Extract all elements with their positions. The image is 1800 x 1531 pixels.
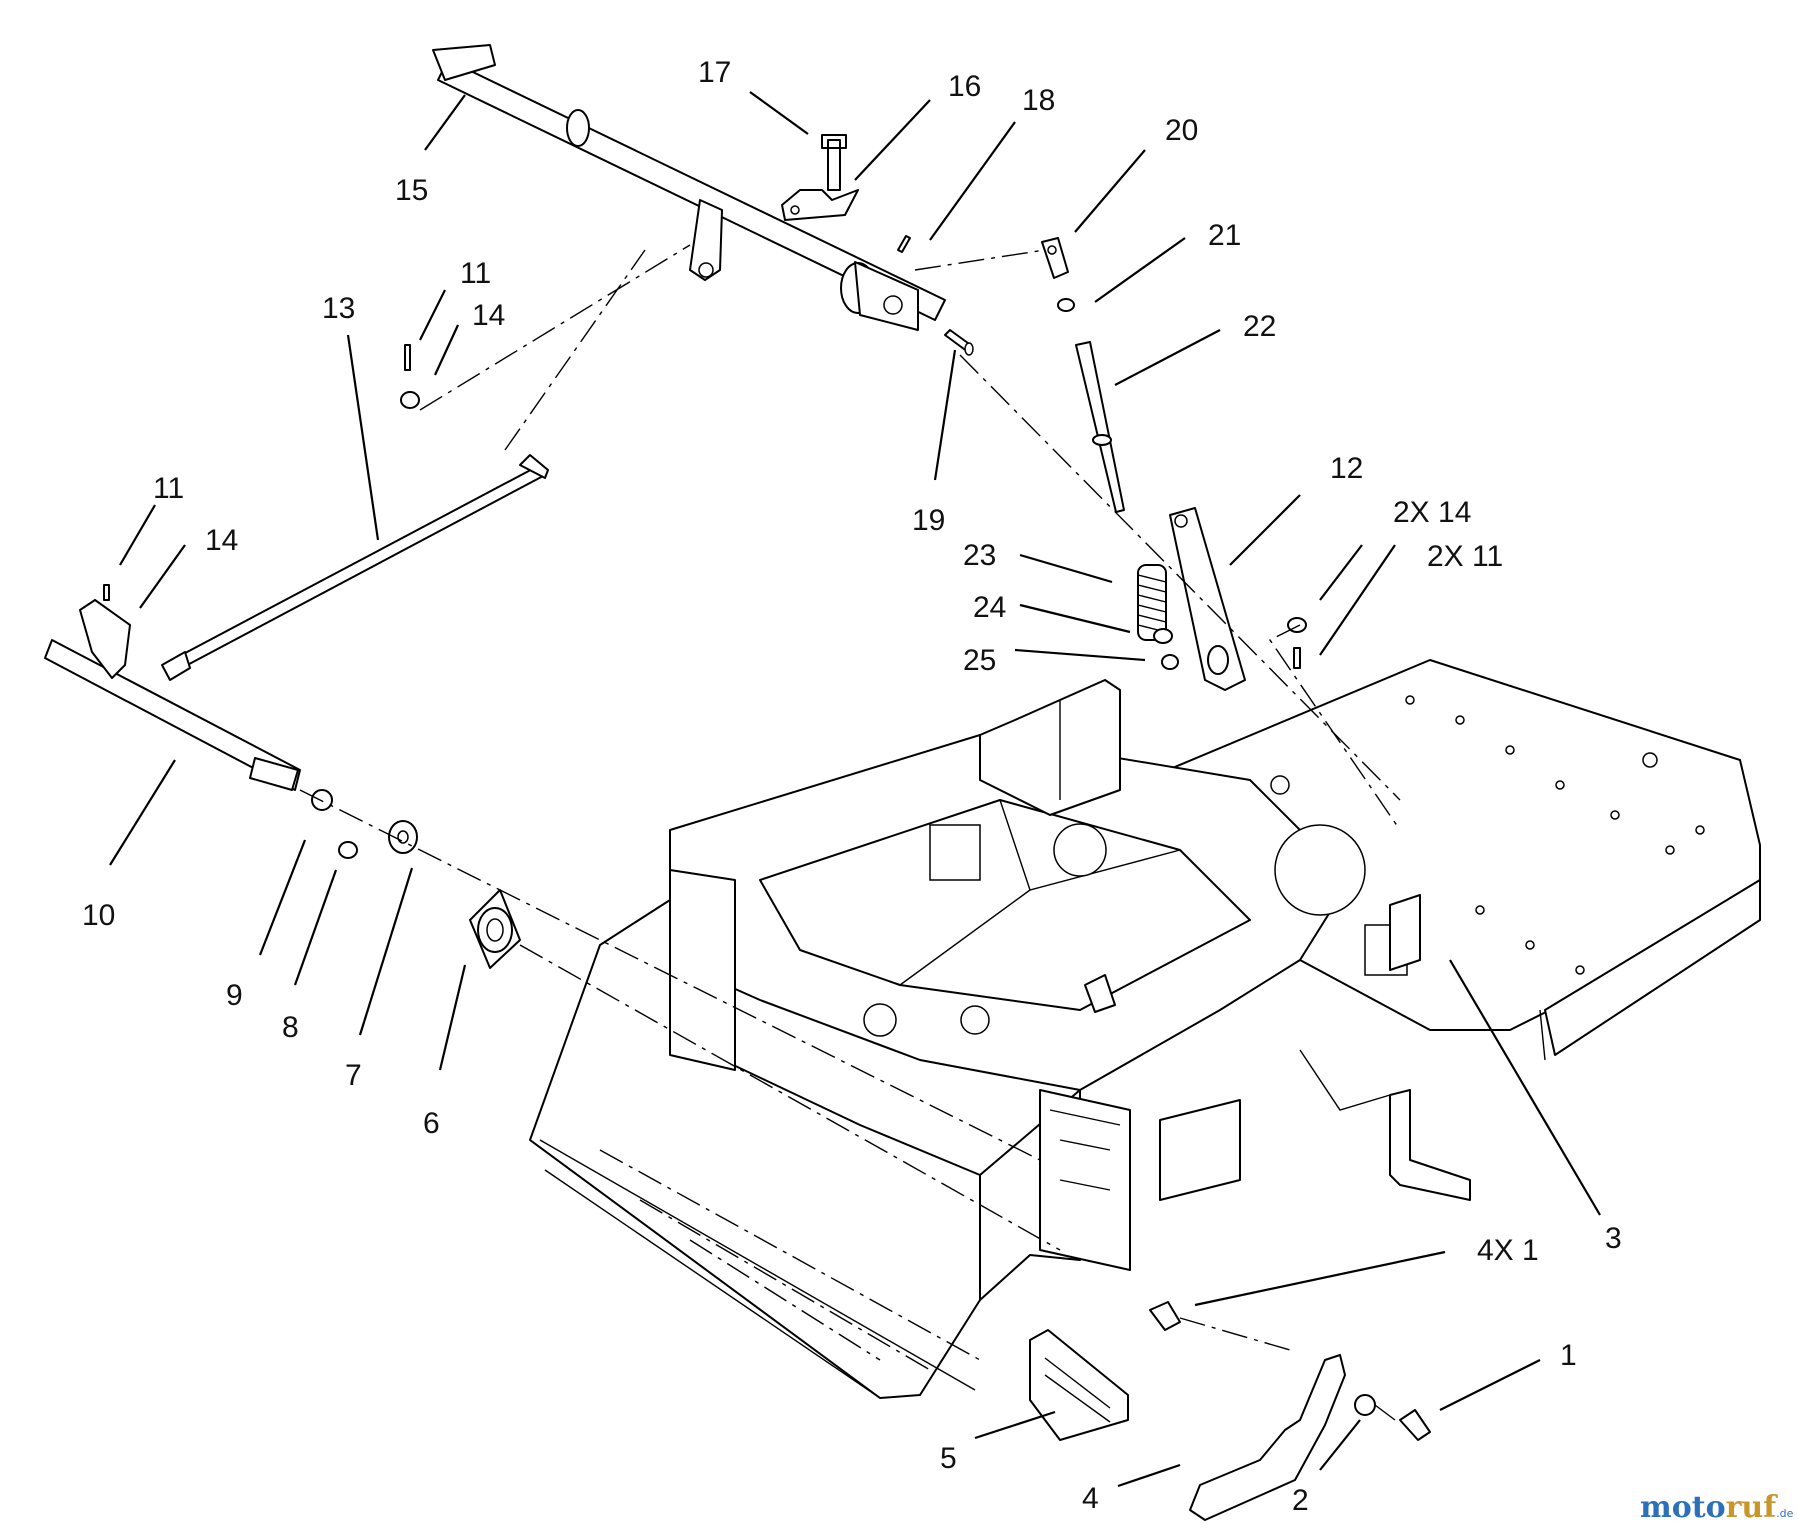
pedal-bolt-1 bbox=[1399, 1409, 1431, 1441]
callout-2: 2 bbox=[1292, 1484, 1309, 1517]
adjust-rod-22 bbox=[1075, 341, 1125, 513]
callout-9: 9 bbox=[226, 979, 243, 1012]
callout-19: 19 bbox=[912, 504, 945, 537]
watermark-part-2: ruf bbox=[1726, 1490, 1779, 1525]
callout-15: 15 bbox=[395, 174, 428, 207]
callout-25: 25 bbox=[963, 644, 996, 677]
callout-12: 12 bbox=[1330, 452, 1363, 485]
frame-tower bbox=[979, 679, 1121, 816]
rear-foot-bracket bbox=[1389, 1089, 1471, 1201]
center-mount-plate bbox=[1039, 1089, 1131, 1271]
pivot-bracket bbox=[1389, 894, 1421, 971]
tub-floor bbox=[759, 799, 1251, 1011]
cotter-pin-11-right bbox=[1293, 647, 1301, 669]
lift-shaft-assembly bbox=[44, 44, 1431, 1521]
tension-spring bbox=[1137, 564, 1167, 641]
retaining-ring-9 bbox=[311, 789, 333, 811]
clevis-20 bbox=[1041, 237, 1069, 279]
lift-arm bbox=[689, 199, 723, 281]
leader-lines bbox=[109, 91, 1601, 1488]
tub-opening-left bbox=[1053, 823, 1107, 877]
callout-3: 3 bbox=[1605, 1222, 1622, 1255]
deck-end-plate bbox=[1544, 879, 1761, 1056]
callout-2x11: 2X 11 bbox=[1427, 540, 1503, 573]
front-shroud bbox=[529, 899, 981, 1399]
tub-opening-right bbox=[1274, 824, 1366, 916]
idler-arm bbox=[1169, 507, 1246, 691]
callout-labels: 17 16 18 20 15 21 11 13 14 22 11 12 19 2… bbox=[82, 56, 1622, 1517]
callout-6: 6 bbox=[423, 1107, 440, 1140]
spring-washer bbox=[1153, 628, 1173, 644]
alignment-lines bbox=[299, 244, 1401, 1421]
shaft-end-cap bbox=[432, 44, 496, 81]
shaft-lever bbox=[854, 261, 919, 331]
callout-24: 24 bbox=[973, 591, 1006, 624]
callout-4x1: 4X 1 bbox=[1477, 1234, 1539, 1267]
callout-11-left: 11 bbox=[153, 472, 184, 505]
cross-shaft bbox=[44, 639, 301, 791]
pedal-washer-2 bbox=[1354, 1394, 1376, 1416]
callout-23: 23 bbox=[963, 539, 996, 572]
connecting-rod bbox=[171, 464, 546, 671]
callout-8: 8 bbox=[282, 1011, 299, 1044]
cotter-pin-11-left bbox=[103, 584, 110, 601]
callout-14-upper: 14 bbox=[472, 299, 505, 332]
callout-1: 1 bbox=[1560, 1339, 1577, 1372]
cotter-pin-18 bbox=[897, 235, 911, 253]
spring-nut bbox=[1161, 654, 1179, 670]
callout-10: 10 bbox=[82, 899, 115, 932]
shaft-clamp bbox=[781, 189, 859, 221]
callout-13: 13 bbox=[322, 292, 355, 325]
svg-text:motoruf.de: motoruf.de bbox=[1640, 1490, 1794, 1525]
jam-nut-21 bbox=[1057, 298, 1075, 312]
callout-5: 5 bbox=[940, 1442, 957, 1475]
callout-2x14: 2X 14 bbox=[1393, 496, 1471, 529]
callout-7: 7 bbox=[345, 1059, 362, 1092]
nut-8 bbox=[338, 841, 358, 859]
watermark-suffix: .de bbox=[1776, 1507, 1793, 1520]
callout-20: 20 bbox=[1165, 114, 1198, 147]
shaft-collar bbox=[566, 109, 590, 147]
watermark-part-1: moto bbox=[1640, 1490, 1726, 1525]
callout-22: 22 bbox=[1243, 310, 1276, 343]
washer-14-upper bbox=[400, 391, 420, 409]
deck-holes bbox=[1270, 695, 1705, 975]
frame-assembly bbox=[529, 659, 1761, 1399]
cotter-pin-11-upper bbox=[404, 344, 411, 371]
pedal-arm-4 bbox=[1189, 1354, 1346, 1521]
mount-bolt-1 bbox=[1149, 1301, 1181, 1331]
cross-shaft-arm bbox=[79, 599, 131, 679]
callout-16: 16 bbox=[948, 70, 981, 103]
callout-11-upper: 11 bbox=[460, 257, 491, 290]
flange-bearing-6 bbox=[469, 889, 521, 969]
callout-4: 4 bbox=[1082, 1482, 1099, 1515]
left-mount-plate bbox=[669, 869, 736, 1071]
callout-14-left: 14 bbox=[205, 524, 238, 557]
callout-21: 21 bbox=[1208, 219, 1241, 252]
tub-cutout bbox=[929, 824, 981, 881]
callout-17: 17 bbox=[698, 56, 731, 89]
clamp-bolt bbox=[821, 134, 847, 191]
callout-18: 18 bbox=[1022, 84, 1055, 117]
motoruf-watermark-logo: motoruf.de bbox=[1640, 1490, 1794, 1525]
